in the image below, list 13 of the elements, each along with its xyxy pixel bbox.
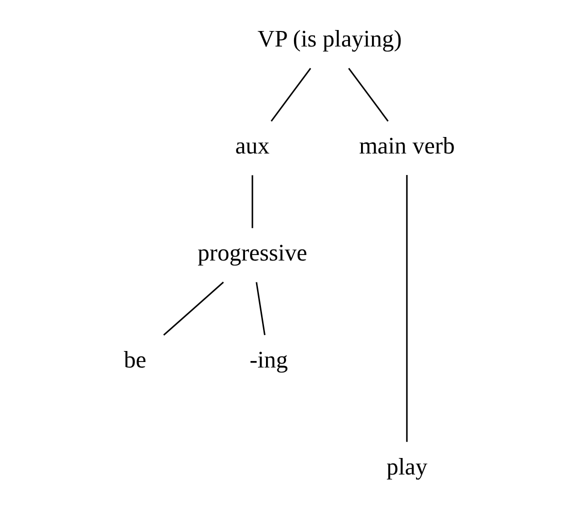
node-text: VP (is playing) (258, 26, 402, 53)
node-text: aux (235, 134, 270, 160)
connector (406, 175, 408, 442)
node-text: be (124, 348, 146, 374)
node-text: progressive (198, 240, 308, 267)
node-text: -ing (250, 348, 288, 374)
connector (163, 282, 224, 336)
connector (270, 68, 312, 122)
node-text: play (386, 454, 428, 481)
connector (256, 282, 266, 336)
node-text: main verb (359, 134, 455, 160)
connector (348, 68, 389, 122)
connector (252, 175, 254, 228)
